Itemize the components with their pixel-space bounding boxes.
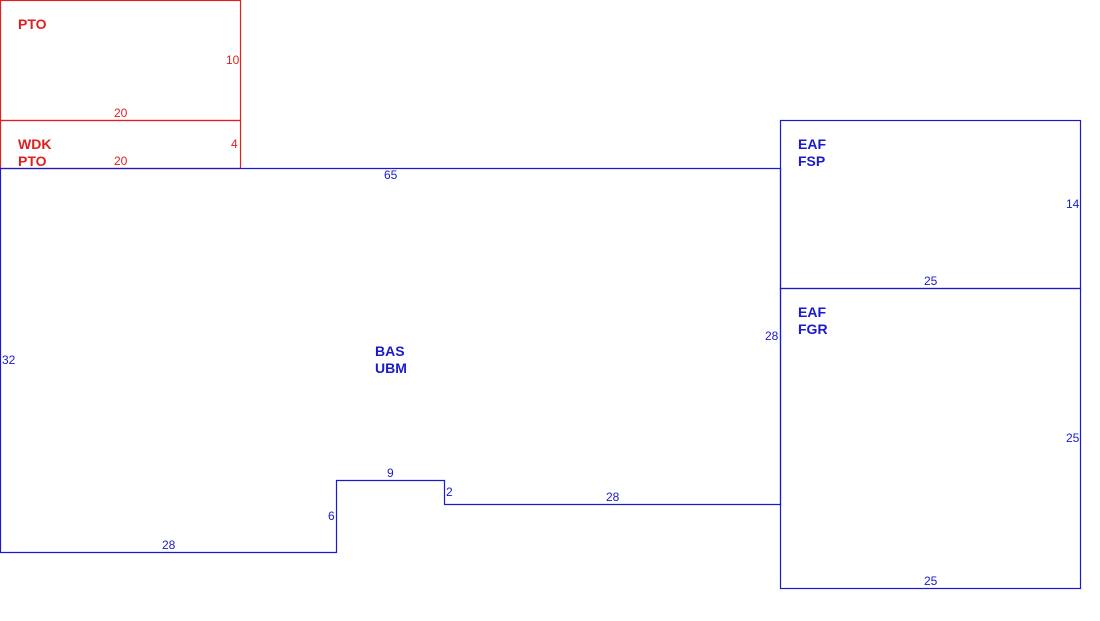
area-bas-ubm[interactable]: BAS UBM 65 32 28 28 6 9 2 28 (0, 167, 782, 554)
area-eaf-fgr-dim-right: 25 (1066, 431, 1080, 445)
area-eaf-fsp-label-2: FSP (798, 153, 825, 169)
area-bas-ubm-label-2: UBM (375, 360, 407, 376)
area-eaf-fgr-dim-bottom: 25 (924, 574, 938, 588)
area-eaf-fsp-dim-right: 14 (1066, 197, 1080, 211)
area-eaf-fsp-dim-bottom: 25 (924, 274, 938, 288)
area-wdk-pto-label-2: PTO (18, 153, 47, 169)
area-wdk-pto-dim-right: 4 (231, 137, 238, 151)
area-bas-ubm-label-1: BAS (375, 343, 405, 359)
area-bas-ubm-dim-left: 32 (2, 353, 16, 367)
area-bas-ubm-dim-top: 65 (384, 168, 398, 182)
area-pto-top-dim-right: 10 (226, 53, 240, 67)
area-bas-ubm-dim-step-horizontal: 9 (387, 466, 394, 480)
area-bas-ubm-dim-step-vertical: 6 (328, 509, 335, 523)
area-eaf-fgr-label-2: FGR (798, 321, 828, 337)
area-bas-ubm-dim-bottom-right: 28 (606, 490, 620, 504)
area-eaf-fgr-outline (779, 287, 1082, 590)
area-pto-top-dim-bottom: 20 (114, 106, 128, 120)
area-eaf-fsp-label-1: EAF (798, 136, 826, 152)
area-pto-top[interactable]: PTO 10 20 (0, 0, 242, 122)
area-wdk-pto-dim-bottom: 20 (114, 154, 128, 168)
area-wdk-pto[interactable]: WDK PTO 4 20 (0, 119, 242, 170)
area-bas-ubm-dim-bottom-left: 28 (162, 538, 176, 552)
area-eaf-fgr-label-1: EAF (798, 304, 826, 320)
area-eaf-fgr[interactable]: EAF FGR 25 25 (779, 287, 1082, 590)
area-eaf-fsp[interactable]: EAF FSP 14 25 (779, 119, 1082, 290)
area-pto-top-label: PTO (18, 16, 47, 32)
area-wdk-pto-label-1: WDK (18, 136, 51, 152)
area-bas-ubm-dim-right: 28 (765, 329, 779, 343)
area-bas-ubm-dim-step-small: 2 (446, 485, 453, 499)
